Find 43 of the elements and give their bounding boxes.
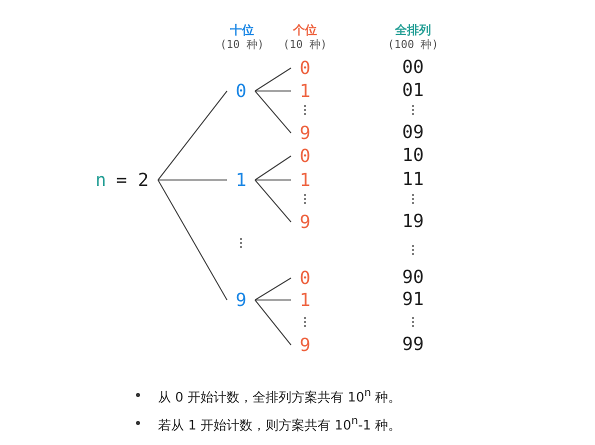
tree-branch [255, 90, 291, 92]
permutation-value: 19 [402, 211, 424, 232]
bullet-note: 若从 1 开始计数，则方案共有 10$^{n}$-1 种。 [158, 414, 402, 434]
permutation-value: 99 [402, 334, 424, 355]
column-header: 全排列 [395, 22, 431, 39]
tree-branch [158, 180, 228, 300]
digit-text: 9 [300, 334, 310, 356]
tree-branch [254, 180, 292, 222]
variable-name: n [95, 170, 106, 190]
bullet-note: 从 0 开始计数，全排列方案共有 10$^{n}$ 种。 [158, 386, 402, 406]
digit-text: 0 [300, 268, 310, 288]
digit-text: 1 [300, 290, 310, 310]
permutation-value: 90 [402, 267, 424, 288]
tree-branch [158, 90, 228, 180]
digit-text: 9 [236, 290, 246, 310]
column-note: (10 种) [282, 37, 328, 52]
digit-text: 0 [300, 58, 310, 78]
digit-text: 0 [236, 80, 246, 102]
column-header: 十位 [230, 22, 254, 39]
tree-branch [255, 179, 291, 181]
tree-branch [255, 299, 291, 301]
permutation-value: 00 [402, 57, 424, 78]
digit-text: 9 [300, 212, 310, 232]
digit-text: 9 [300, 122, 310, 144]
digit-text: 1 [300, 80, 310, 102]
permutation-value: 01 [402, 80, 424, 101]
column-note: (10 种) [220, 37, 264, 52]
tree-branch [254, 156, 292, 180]
digit-text: 1 [236, 170, 246, 190]
permutation-value: 10 [402, 145, 424, 166]
tree-branch [254, 300, 292, 346]
tree-branch [254, 278, 292, 300]
tree-branch [254, 68, 292, 92]
permutation-value: 91 [402, 289, 424, 310]
digit-text: 1 [300, 170, 310, 190]
column-note: (100 种) [388, 37, 438, 52]
tree-branch [158, 179, 227, 181]
variable-value: = 2 [116, 170, 149, 190]
tree-branch [254, 90, 292, 134]
permutation-value: 09 [402, 122, 424, 143]
column-header: 个位 [293, 22, 317, 39]
permutation-value: 11 [402, 169, 424, 190]
digit-text: 0 [300, 146, 310, 166]
